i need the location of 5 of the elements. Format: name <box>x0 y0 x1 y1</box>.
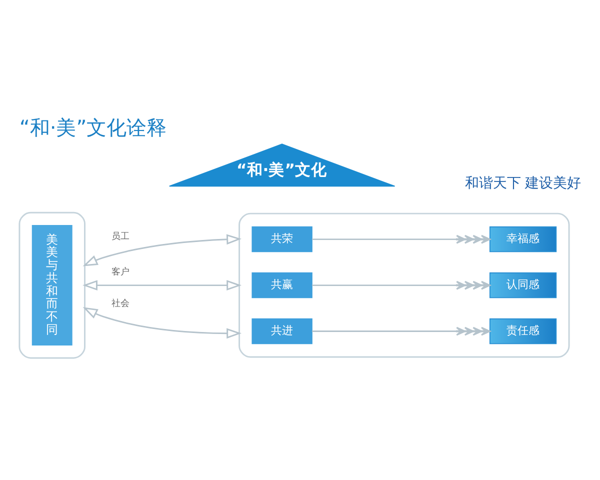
edge-label: 客户 <box>111 266 130 278</box>
edge-label: 社会 <box>111 298 130 309</box>
label: 和谐天下 建设美好 <box>464 175 582 192</box>
diagram-title: “和·美”文化诠释 <box>19 116 167 140</box>
edge-label: 员工 <box>111 230 130 242</box>
